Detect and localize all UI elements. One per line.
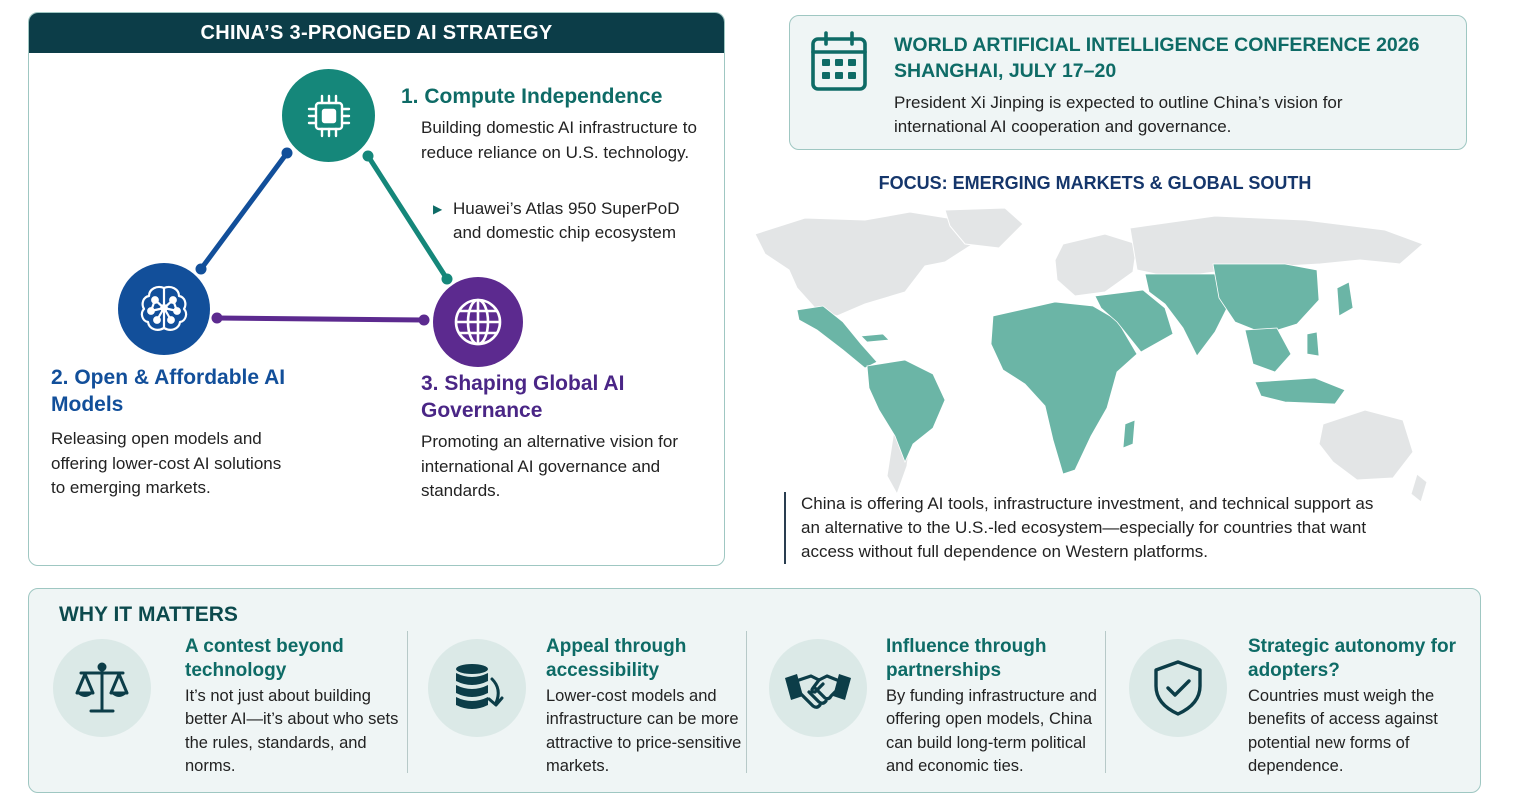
why-title-contest: A contest beyond technology: [185, 636, 344, 681]
brain-network-icon: [140, 285, 188, 331]
map-region-middle-east: [1094, 289, 1174, 353]
connector-dot: [441, 273, 453, 285]
map-region-north-america: [754, 211, 974, 317]
connector-dot: [211, 312, 223, 324]
compute-node: [282, 69, 375, 162]
map-region-east-asia: [1212, 263, 1320, 335]
pillar-desc-compute: Building domestic AI infrastructure to r…: [421, 118, 697, 162]
database-icon-circle: [428, 639, 526, 737]
conference-description: President Xi Jinping is expected to outl…: [894, 93, 1343, 136]
connector-compute-governance: [365, 153, 450, 282]
why-title-autonomy: Strategic autonomy for adopters?: [1248, 636, 1456, 681]
why-item-autonomy: Strategic autonomy for adopters? Countri…: [1109, 589, 1481, 794]
pillar-title-models: 2. Open & Affordable AI Models: [51, 366, 286, 416]
connector-models-governance: [214, 315, 427, 323]
map-region-philippines: [1306, 331, 1320, 357]
conference-box: WORLD ARTIFICIAL INTELLIGENCE CONFERENCE…: [789, 15, 1467, 150]
map-region-indonesia: [1254, 377, 1346, 405]
map-region-africa: [990, 301, 1138, 475]
map-region-new-zealand: [1410, 473, 1428, 503]
chip-icon: [307, 94, 350, 137]
why-desc-accessibility: Lower-cost models and infrastructure can…: [546, 687, 742, 775]
why-desc-autonomy: Countries must weigh the benefits of acc…: [1248, 687, 1438, 775]
map-region-greenland: [944, 207, 1024, 249]
why-it-matters-panel: WHY IT MATTERS A contest beyond technolo…: [28, 588, 1481, 793]
why-heading: WHY IT MATTERS: [59, 603, 238, 626]
map-region-south-america: [866, 359, 946, 464]
scales-icon: [75, 662, 129, 713]
why-item-contest: A contest beyond technology It’s not jus…: [29, 589, 409, 794]
triangle-right-icon: ▶: [433, 202, 443, 216]
why-desc-partnerships: By funding infrastructure and offering o…: [886, 687, 1097, 775]
why-divider: [407, 631, 408, 773]
world-map: [754, 207, 1428, 503]
pillar-connectors: [195, 147, 453, 326]
map-region-southeast-asia: [1244, 327, 1292, 373]
connector-dot: [195, 263, 207, 275]
why-divider: [1105, 631, 1106, 773]
connector-dot: [362, 150, 374, 162]
why-divider: [746, 631, 747, 773]
models-node: [118, 263, 210, 355]
connector-compute-models: [198, 150, 290, 272]
why-item-accessibility: Appeal through accessibility Lower-cost …: [409, 589, 749, 794]
scales-icon-circle: [53, 639, 151, 737]
strategy-panel: CHINA’S 3-PRONGED AI STRATEGY 1. Compute…: [28, 12, 725, 566]
pillar-title-governance: 3. Shaping Global AI Governance: [421, 372, 625, 422]
pillar-title-compute: 1. Compute Independence: [401, 85, 663, 108]
connector-dot: [281, 147, 293, 159]
strategy-header: CHINA’S 3-PRONGED AI STRATEGY: [29, 13, 724, 53]
why-desc-contest: It’s not just about building better AI—i…: [185, 687, 399, 775]
map-note: China is offering AI tools, infrastructu…: [784, 492, 1394, 564]
conference-title: WORLD ARTIFICIAL INTELLIGENCE CONFERENCE…: [894, 34, 1420, 82]
why-item-partnerships: Influence through partnerships By fundin…: [749, 589, 1109, 794]
pillar-desc-governance: Promoting an alternative vision for inte…: [421, 432, 679, 500]
calendar-icon: [811, 31, 867, 91]
map-region-europe: [1054, 233, 1138, 297]
shield-check-icon: [1154, 660, 1202, 716]
connector-dot: [418, 314, 430, 326]
why-title-partnerships: Influence through partnerships: [886, 636, 1047, 681]
shield-icon-circle: [1129, 639, 1227, 737]
database-arrow-icon: [456, 664, 504, 709]
map-region-japan: [1336, 281, 1354, 317]
map-region-australia: [1318, 409, 1414, 481]
handshake-icon: [785, 674, 851, 709]
handshake-icon-circle: [769, 639, 867, 737]
map-region-madagascar: [1122, 419, 1136, 449]
globe-icon: [454, 298, 502, 346]
why-title-accessibility: Appeal through accessibility: [546, 636, 687, 681]
map-title: FOCUS: EMERGING MARKETS & GLOBAL SOUTH: [878, 173, 1312, 193]
bullet-text: Huawei’s Atlas 950 SuperPoD and domestic…: [453, 199, 680, 242]
pillar-bullet-compute: ▶ Huawei’s Atlas 950 SuperPoD and domest…: [433, 197, 693, 245]
governance-node: [433, 277, 523, 367]
map-region-caribbean: [860, 333, 890, 343]
pillar-desc-models: Releasing open models and offering lower…: [51, 429, 282, 497]
